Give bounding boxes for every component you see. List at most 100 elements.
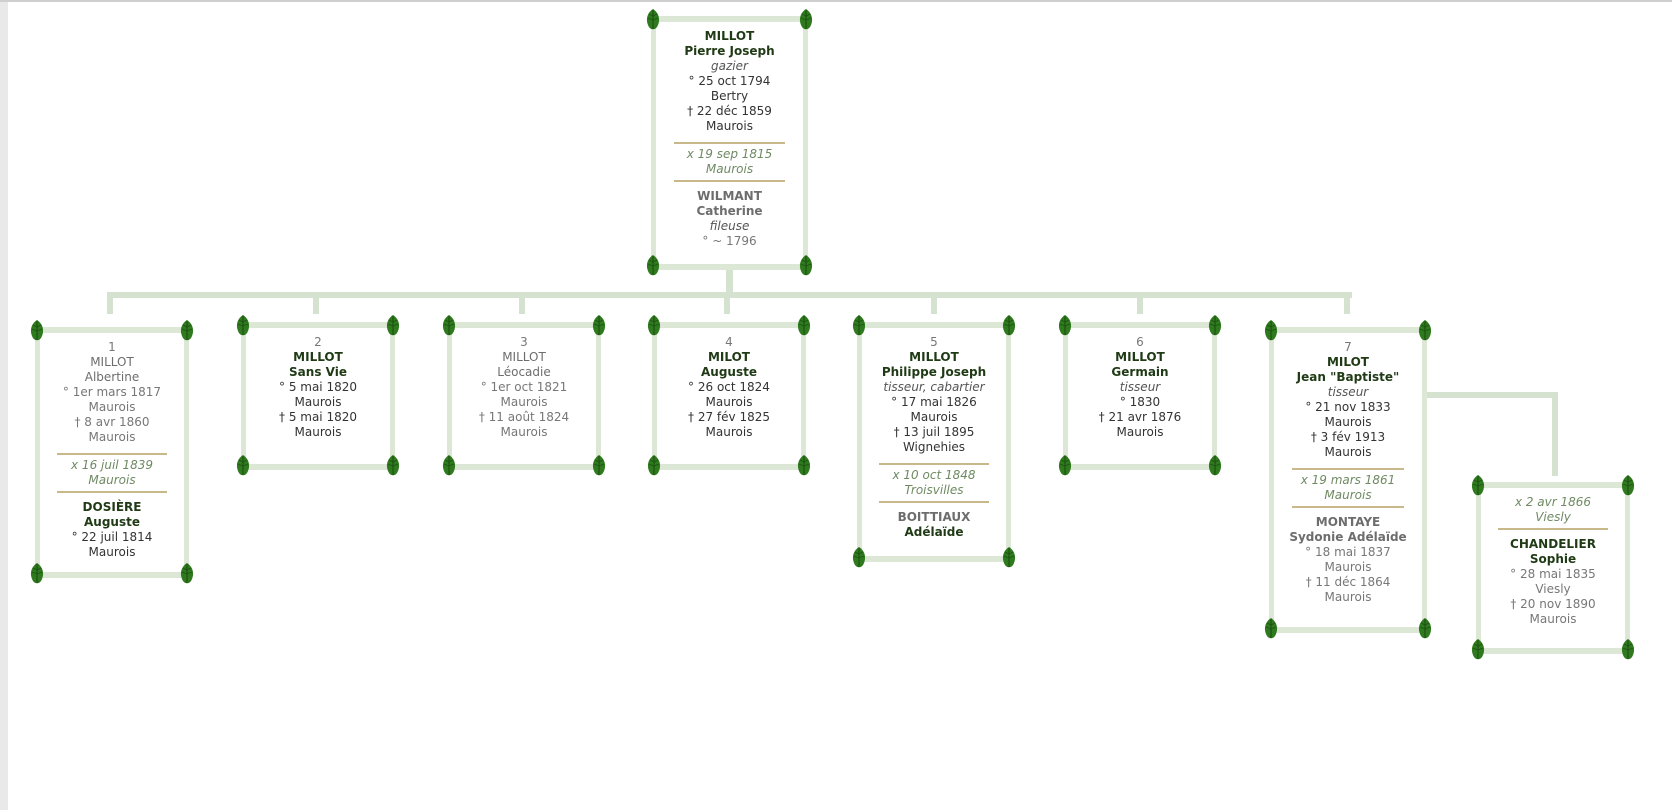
birth-date: ° 5 mai 1820 [279,380,357,394]
leaf-ornament-icon [1056,314,1074,338]
leaf-ornament-icon [234,314,252,338]
person-given-name: Philippe Joseph [881,365,987,379]
birth-date: ° 26 oct 1824 [688,380,770,394]
marriage-separator-bottom [57,491,167,493]
person-card-second-spouse[interactable]: x 2 avr 1866 Viesly CHANDELIER Sophie ° … [1471,475,1635,660]
death-place: Maurois [294,425,342,439]
death-date: † 21 avr 1876 [1098,410,1182,424]
leaf-ornament-icon [1262,319,1280,343]
leaf-ornament-icon [645,314,663,338]
person-surname: MILLOT [90,355,134,369]
connector-child-1 [107,292,113,314]
person-card-child-2[interactable]: 2 MILLOT Sans Vie ° 5 mai 1820 Maurois †… [236,315,400,476]
marriage-separator-top [879,463,989,465]
birth-place: Maurois [910,410,958,424]
marriage-separator-bottom [673,180,786,182]
person-card-child-5[interactable]: 5 MILLOT Philippe Joseph tisseur, cabart… [852,315,1016,568]
leaf-ornament-icon [28,319,46,343]
leaf-ornament-icon [1056,454,1074,478]
card-content: 4 MILOT Auguste ° 26 oct 1824 Maurois † … [657,335,801,440]
birth-place: Maurois [88,400,136,414]
leaf-ornament-icon [234,454,252,478]
card-content: 6 MILLOT Germain tisseur ° 1830 † 21 avr… [1068,335,1212,440]
person-card-child-4[interactable]: 4 MILOT Auguste ° 26 oct 1824 Maurois † … [647,315,811,476]
death-place: Maurois [500,425,548,439]
person-card-root[interactable]: MILLOT Pierre Joseph gazier ° 25 oct 179… [646,9,813,276]
leaf-ornament-icon [384,454,402,478]
spouse-birth-place: Maurois [88,545,136,559]
person-card-child-1[interactable]: 1 MILLOT Albertine ° 1er mars 1817 Mauro… [30,320,194,584]
person-surname: MILOT [707,350,750,364]
spouse-death-place: Maurois [1324,590,1372,604]
spouse-given-name: Catherine [696,204,763,218]
leaf-ornament-icon [590,314,608,338]
spouse-death-date: † 11 déc 1864 [1305,575,1391,589]
spouse-given-name: Sydonie Adélaïde [1289,530,1407,544]
marriage-place: Maurois [88,473,136,487]
person-given-name: Germain [1111,365,1169,379]
spouse-birth-date: ° 18 mai 1837 [1305,545,1391,559]
connector-second-spouse-v [1552,392,1558,476]
death-date: † 22 déc 1859 [687,104,772,118]
connector-child-2 [313,292,319,314]
leaf-ornament-icon [440,314,458,338]
leaf-ornament-icon [797,8,815,32]
card-content: MILLOT Pierre Joseph gazier ° 25 oct 179… [656,29,803,249]
marriage-separator-top [57,453,167,455]
person-given-name: Jean "Baptiste" [1296,370,1400,384]
leaf-ornament-icon [1206,314,1224,338]
death-date: † 8 avr 1860 [74,415,150,429]
birth-date: ° 1er mars 1817 [62,385,162,399]
leaf-ornament-icon [1619,638,1637,662]
person-given-name: Pierre Joseph [684,44,775,58]
death-place: Maurois [1116,425,1164,439]
leaf-ornament-icon [1262,617,1280,641]
person-card-child-3[interactable]: 3 MILLOT Léocadie ° 1er oct 1821 Maurois… [442,315,606,476]
spouse-occupation: fileuse [709,219,750,233]
connector-child-6 [1137,292,1143,314]
person-occupation: tisseur, cabartier [883,380,985,394]
leaf-ornament-icon [797,254,815,278]
child-number: 4 [725,335,733,349]
death-date: † 3 fév 1913 [1310,430,1386,444]
marriage-date: x 2 avr 1866 [1514,495,1592,509]
death-place: Wignehies [902,440,966,454]
person-surname: MILLOT [502,350,546,364]
leaf-ornament-icon [1000,314,1018,338]
leaf-ornament-icon [1469,474,1487,498]
person-surname: MILLOT [293,350,343,364]
spouse-birth-date: ° 22 juil 1814 [71,530,153,544]
leaf-ornament-icon [1206,454,1224,478]
birth-place: Maurois [294,395,342,409]
spouse-birth-date: ° 28 mai 1835 [1510,567,1596,581]
person-occupation: gazier [711,59,748,73]
card-content: 2 MILLOT Sans Vie ° 5 mai 1820 Maurois †… [246,335,390,440]
marriage-place: Troisvilles [904,483,964,497]
person-card-child-6[interactable]: 6 MILLOT Germain tisseur ° 1830 † 21 avr… [1058,315,1222,476]
spouse-death-place: Maurois [1529,612,1577,626]
leaf-ornament-icon [590,454,608,478]
leaf-ornament-icon [795,314,813,338]
birth-date: ° 1830 [1119,395,1161,409]
leaf-ornament-icon [644,254,662,278]
death-date: † 5 mai 1820 [279,410,357,424]
leaf-ornament-icon [28,562,46,586]
left-scroll-gutter [0,2,8,810]
top-border [0,0,1672,2]
spouse-birth-place: Maurois [1324,560,1372,574]
birth-place: Maurois [1324,415,1372,429]
leaf-ornament-icon [1619,474,1637,498]
connector-root-down [726,269,733,292]
birth-place: Maurois [705,395,753,409]
spouse-death-date: † 20 nov 1890 [1510,597,1596,611]
connector-child-7 [1344,292,1350,314]
birth-place: Maurois [500,395,548,409]
child-number: 1 [108,340,116,354]
leaf-ornament-icon [1416,617,1434,641]
person-given-name: Albertine [84,370,140,384]
death-place: Maurois [88,430,136,444]
person-card-child-7[interactable]: 7 MILOT Jean "Baptiste" tisseur ° 21 nov… [1264,320,1432,639]
spouse-surname: MONTAYE [1315,515,1381,529]
card-content: 1 MILLOT Albertine ° 1er mars 1817 Mauro… [40,340,184,560]
